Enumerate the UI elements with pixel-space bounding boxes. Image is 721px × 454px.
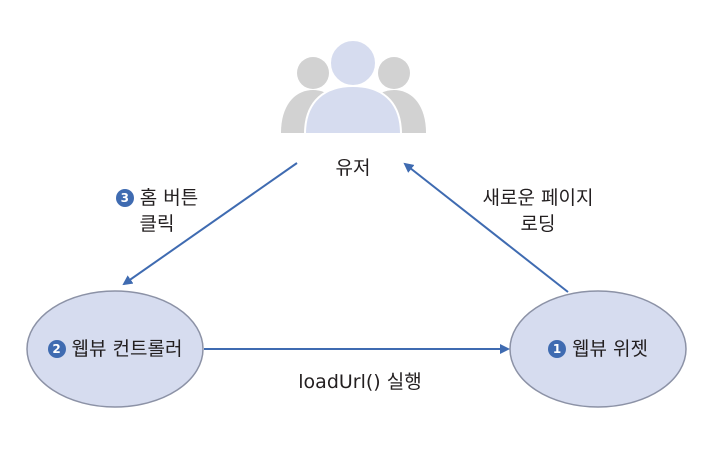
step-3-badge: 3 — [115, 189, 134, 207]
home-button-arrow — [122, 162, 298, 286]
webview-widget-label: 1 웹뷰 위젯 — [510, 336, 686, 362]
load-url-edge-label: loadUrl() 실행 — [298, 371, 422, 393]
new-page-edge-label: 새로운 페이지 로딩 — [458, 185, 618, 237]
new-page-arrow — [403, 162, 569, 293]
webview-controller-label: 2 웹뷰 컨트롤러 — [27, 336, 203, 362]
new-page-line2: 로딩 — [520, 213, 556, 235]
home-button-line2: 클릭 — [139, 213, 175, 235]
users-group-icon — [281, 39, 426, 135]
step-2-badge: 2 — [47, 340, 66, 358]
home-button-line1: 홈 버튼 — [139, 187, 199, 209]
webview-controller-text: 웹뷰 컨트롤러 — [71, 338, 183, 360]
step-1-badge: 1 — [548, 340, 567, 358]
webview-widget-node — [509, 290, 687, 408]
new-page-line1: 새로운 페이지 — [482, 187, 594, 209]
home-button-edge-label: 3 홈 버튼 클릭 — [92, 185, 222, 237]
user-label: 유저 — [335, 157, 371, 179]
webview-widget-text: 웹뷰 위젯 — [572, 338, 648, 360]
webview-controller-node — [26, 290, 204, 408]
